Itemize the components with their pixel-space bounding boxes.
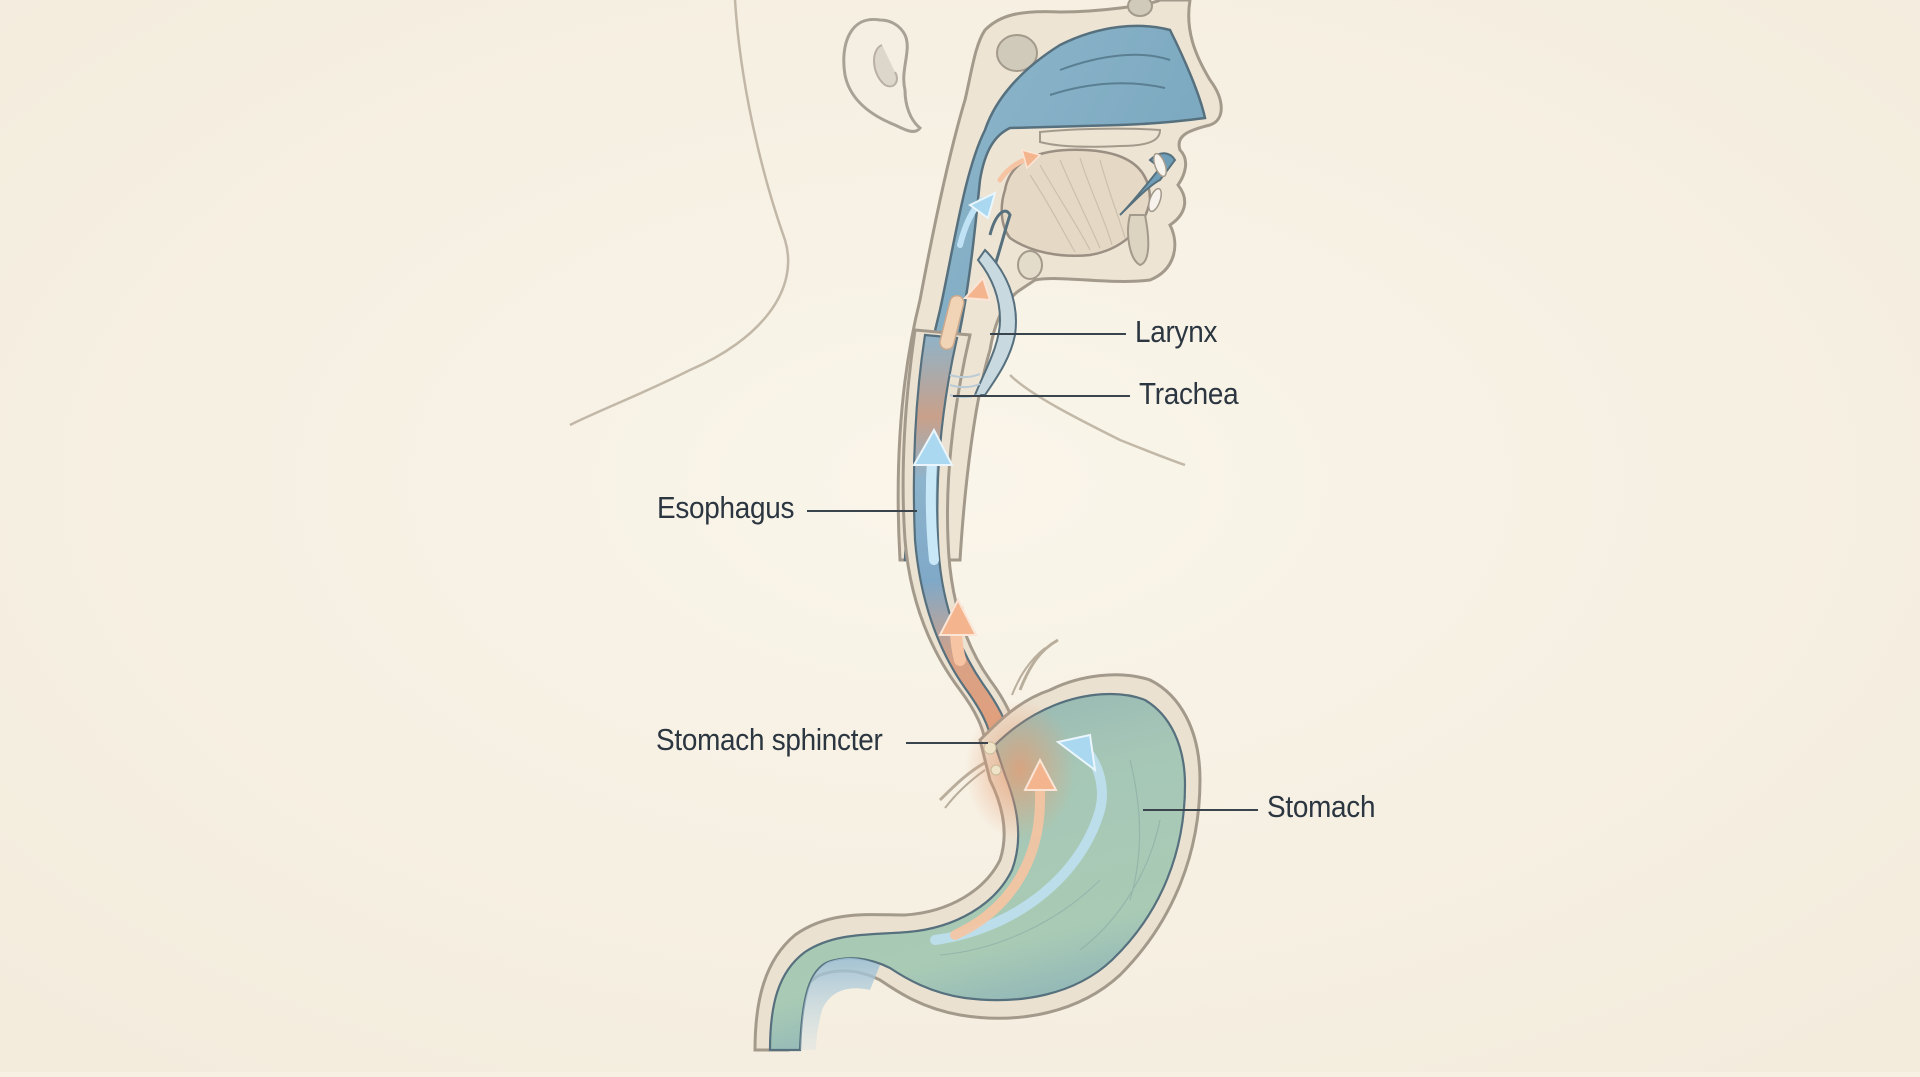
reflux-arrows <box>912 148 1107 945</box>
ear-icon <box>842 18 923 133</box>
neck-outline <box>569 0 1186 467</box>
label-stomach: Stomach <box>1267 789 1376 824</box>
label-larynx: Larynx <box>1135 314 1218 349</box>
arrow-up-icon <box>1023 757 1058 791</box>
esophagus-leader-line <box>807 510 917 512</box>
arrow-up-icon <box>1055 733 1097 773</box>
label-esophagus: Esophagus <box>657 490 795 525</box>
arrow-up-icon <box>912 427 954 466</box>
trachea-leader-line <box>953 395 1130 397</box>
arrow-up-icon <box>962 276 992 302</box>
larynx-leader-line <box>990 333 1126 335</box>
label-stomach-sphincter: Stomach sphincter <box>656 722 883 757</box>
stomach-organ <box>753 638 1202 1052</box>
head-cross-section <box>896 0 1223 562</box>
arrow-up-icon <box>938 597 978 636</box>
stomach-leader-line <box>1143 809 1258 811</box>
label-trachea: Trachea <box>1139 376 1239 411</box>
arrow-up-icon <box>1020 148 1042 170</box>
stomach-sphincter-leader-line <box>906 742 988 744</box>
arrow-up-icon <box>968 191 997 220</box>
